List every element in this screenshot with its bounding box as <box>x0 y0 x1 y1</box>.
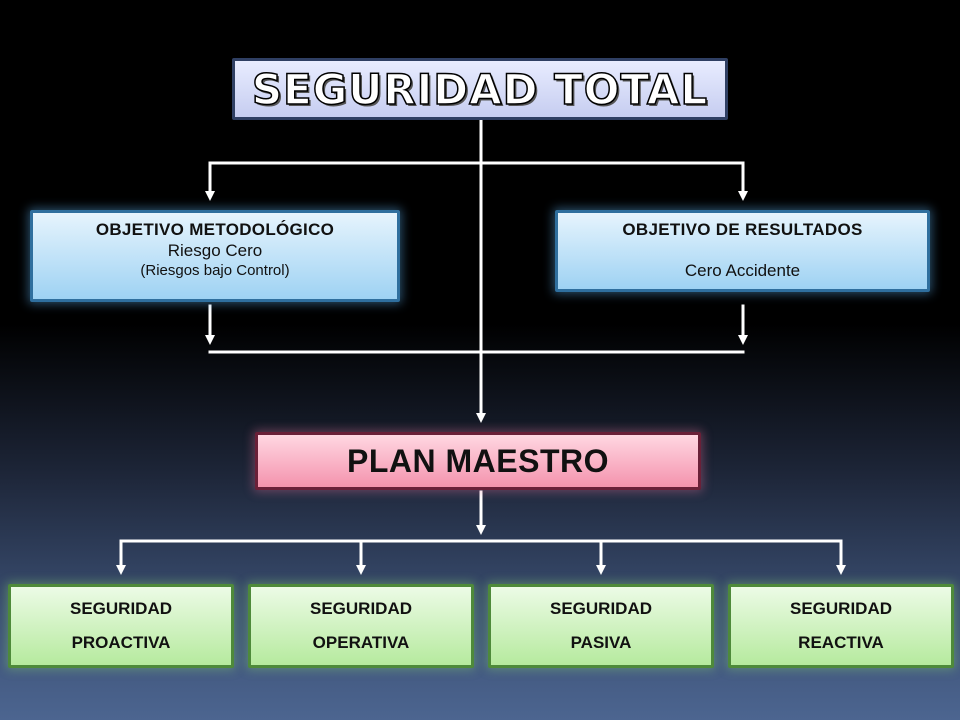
segment-proactive-box: SEGURIDAD PROACTIVA <box>8 584 234 668</box>
segment-reactive-line2: REACTIVA <box>798 633 884 652</box>
objective-results-box: OBJETIVO DE RESULTADOS Cero Accidente <box>555 210 930 292</box>
title-box: SEGURIDAD TOTAL <box>232 58 728 120</box>
objective-methodological-line2: (Riesgos bajo Control) <box>140 261 290 279</box>
segment-reactive-box: SEGURIDAD REACTIVA <box>728 584 954 668</box>
segment-passive-line1: SEGURIDAD <box>549 599 652 618</box>
objective-methodological-box: OBJETIVO METODOLÓGICO Riesgo Cero (Riesg… <box>30 210 400 302</box>
segment-proactive-line1: SEGURIDAD <box>69 599 172 618</box>
segment-proactive-line2: PROACTIVA <box>71 633 171 652</box>
plan-text: PLAN MAESTRO <box>347 442 609 479</box>
segment-operative-box: SEGURIDAD OPERATIVA <box>248 584 474 668</box>
objective-methodological-line1: Riesgo Cero <box>167 241 263 261</box>
segment-operative-line2: OPERATIVA <box>312 633 410 652</box>
objective-results-heading: OBJETIVO DE RESULTADOS <box>622 220 863 239</box>
plan-box: PLAN MAESTRO <box>255 432 701 490</box>
segment-passive-box: SEGURIDAD PASIVA <box>488 584 714 668</box>
title-text: SEGURIDAD TOTAL <box>251 64 709 115</box>
segment-reactive-line1: SEGURIDAD <box>789 599 892 618</box>
objective-results-line1: Cero Accidente <box>684 261 801 281</box>
segment-operative-line1: SEGURIDAD <box>309 599 412 618</box>
segment-passive-line2: PASIVA <box>570 633 632 652</box>
objective-methodological-heading: OBJETIVO METODOLÓGICO <box>95 220 335 239</box>
